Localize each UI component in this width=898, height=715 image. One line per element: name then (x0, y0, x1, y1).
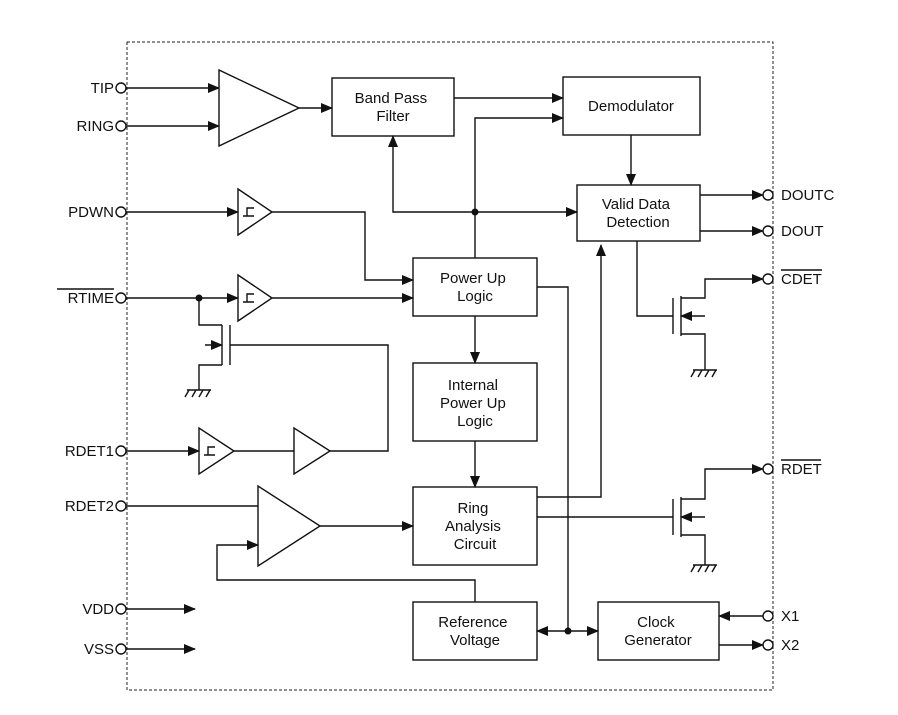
band-pass-filter-block (331, 77, 455, 137)
pin-label-vss: VSS (84, 641, 114, 658)
input-amplifier (218, 68, 301, 148)
wire-ring-to-valid (537, 244, 606, 498)
pin-x1 (762, 610, 774, 622)
pin-label-doutc: DOUTC (781, 187, 834, 204)
wire-rdet-fet-to-pin (681, 464, 764, 500)
pin-cdet (762, 273, 774, 285)
wire-rtime-fet-to-gnd (198, 364, 222, 390)
internal-power-up-logic-block (412, 362, 538, 442)
reference-voltage-block (412, 601, 538, 661)
demodulator-label: Demodulator (588, 98, 674, 115)
pin-label-ring: RING (77, 118, 115, 135)
wire-valid-to-cdet-gate (636, 241, 673, 317)
wire-rdet-fet-to-gnd (681, 534, 706, 565)
pin-label-cdet: CDET (781, 271, 822, 288)
power-up-logic-block (412, 257, 538, 317)
chip-outline (126, 41, 774, 691)
pin-label-dout: DOUT (781, 223, 824, 240)
valid-data-detection-block (576, 184, 701, 242)
wire-powerup-to-demod (474, 113, 564, 258)
wire-pdwn-to-powerup (272, 211, 414, 285)
pin-label-vdd: VDD (82, 601, 114, 618)
pin-ring (115, 120, 127, 132)
rtime-schmitt-symbol (243, 293, 254, 303)
pin-tip (115, 82, 127, 94)
power-up-logic-label: Power Up Logic (440, 270, 510, 305)
reference-voltage-label: Reference Voltage (438, 614, 511, 649)
pdwn-schmitt-symbol (243, 207, 254, 217)
rdet2-comparator (257, 484, 322, 568)
pin-vdd (115, 603, 127, 615)
pin-doutc (762, 189, 774, 201)
pin-rdet1 (115, 445, 127, 457)
powerup-junction (471, 208, 479, 216)
pin-x2 (762, 639, 774, 651)
wire-valid-to-bpf (388, 135, 578, 217)
rdet1-schmitt-buffer (198, 426, 236, 476)
rdet1-buffer (293, 426, 332, 476)
ring-analysis-circuit-label: Ring Analysis Circuit (445, 500, 505, 553)
pin-label-rtime: RTIME (68, 290, 114, 307)
ground-icon (184, 389, 211, 398)
pin-label-x1: X1 (781, 608, 799, 625)
pdwn-schmitt-buffer (237, 187, 274, 237)
internal-power-up-logic-label: Internal Power Up Logic (440, 377, 510, 430)
pin-rtime (115, 292, 127, 304)
pin-label-tip: TIP (91, 80, 114, 97)
rtime-schmitt-buffer (237, 273, 274, 323)
ground-icon (690, 564, 717, 573)
wire-powerup-to-clock (537, 286, 569, 631)
valid-data-detection-label: Valid Data Detection (602, 196, 674, 231)
ground-icon (690, 369, 717, 378)
pin-pdwn (115, 206, 127, 218)
wire-rdet1-to-fet-gate (230, 344, 389, 452)
wire-cdet-fet-to-pin (681, 274, 764, 299)
rdet1-schmitt-symbol (204, 446, 215, 456)
ring-analysis-circuit-block (412, 486, 538, 566)
pin-label-rdet1: RDET1 (65, 443, 114, 460)
band-pass-filter-label: Band Pass Filter (355, 90, 432, 125)
pin-label-pdwn: PDWN (68, 204, 114, 221)
wire-rtime-to-fet (198, 298, 222, 326)
pin-vss (115, 643, 127, 655)
clock-generator-block (597, 601, 720, 661)
demodulator-block (562, 76, 701, 136)
pin-rdet (762, 463, 774, 475)
pin-label-x2: X2 (781, 637, 799, 654)
pin-dout (762, 225, 774, 237)
wire-cdet-fet-to-gnd (681, 333, 706, 370)
pin-label-rdet: RDET (781, 461, 822, 478)
clock-generator-label: Clock Generator (624, 614, 692, 649)
pin-label-rdet2: RDET2 (65, 498, 114, 515)
clock-junction (564, 627, 572, 635)
wire-ref-to-comparator (216, 540, 476, 602)
pin-rdet2 (115, 500, 127, 512)
